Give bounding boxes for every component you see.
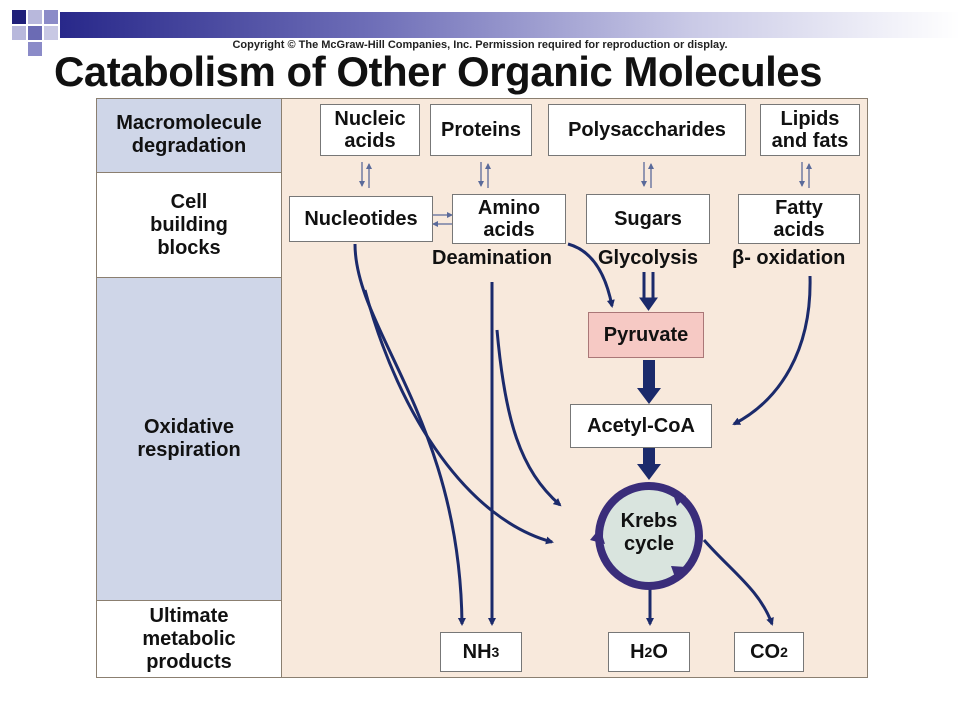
label-krebs-cycle: Krebs cycle [620,510,678,555]
h2o-h-text: H [630,641,645,663]
row-label-building-blocks: Cell building blocks [97,173,281,277]
pathway-arrows [353,242,812,626]
box-fatty-acids: Fatty acids [738,194,860,244]
co2-subscript: 2 [780,644,788,660]
box-amino-acids: Amino acids [452,194,566,244]
label-beta-oxidation: β- oxidation [732,247,846,269]
row-label-macromolecule: Macromolecule degradation [116,112,262,157]
nh3-subscript: 3 [491,644,500,660]
copyright-notice: Copyright © The McGraw-Hill Companies, I… [232,39,728,51]
header-banner [60,12,960,38]
box-lipids-and-fats: Lipids and fats [760,104,860,156]
main-flow-arrows [637,360,661,480]
row-label-products: Ultimate metabolic products [97,601,281,677]
corner-square-5 [28,26,42,40]
h2o-o-text: O [652,641,668,663]
box-proteins: Proteins [430,104,532,156]
corner-square-1 [12,10,26,24]
box-acetyl-coa: Acetyl-CoA [570,404,712,448]
row-divider [97,172,281,173]
slide-title: Catabolism of Other Organic Molecules [54,48,823,95]
box-sugars: Sugars [586,194,710,244]
corner-square-7 [28,42,42,56]
label-deamination: Deamination [432,247,553,269]
row-divider [97,600,281,601]
corner-square-4 [12,26,26,40]
h2o-subscript: 2 [644,644,653,660]
corner-square-2 [28,10,42,24]
nh3-text: NH [462,641,492,663]
box-pyruvate: Pyruvate [588,312,704,358]
box-nucleic-acids: Nucleic acids [320,104,420,156]
krebs-ring [590,482,703,590]
row-label-oxidative: Oxidative respiration [137,416,241,461]
box-nucleotides: Nucleotides [289,196,433,242]
glycolysis-arrow [639,272,658,311]
corner-square-3 [44,10,58,24]
reversible-arrows [359,162,812,227]
co2-text: CO [750,641,781,663]
box-polysaccharides: Polysaccharides [548,104,746,156]
corner-square-6 [44,26,58,40]
row-divider [97,277,281,278]
label-glycolysis: Glycolysis [598,247,699,269]
